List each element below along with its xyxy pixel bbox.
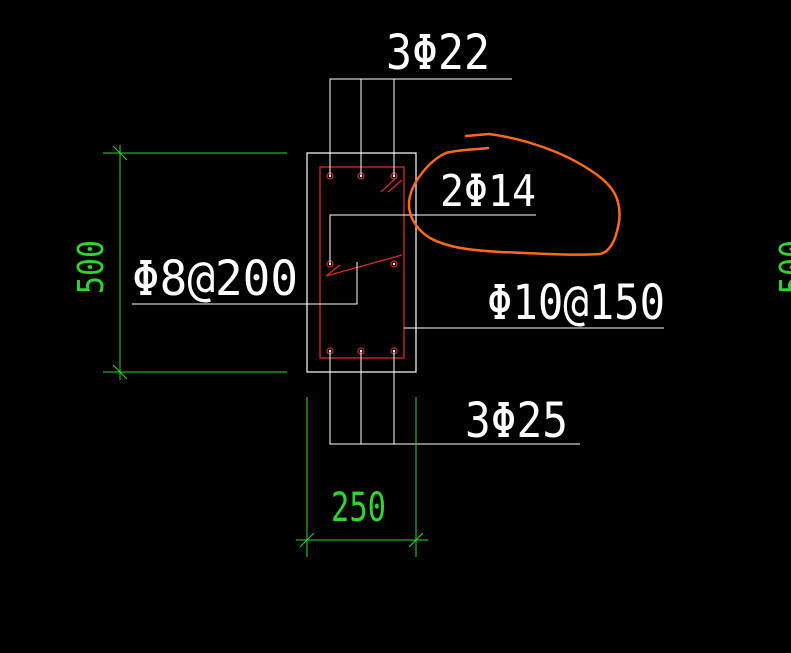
markup-circle — [407, 132, 621, 256]
rebar-bars — [326, 172, 398, 355]
stirrup-right-label: Φ10@150 — [487, 275, 665, 331]
rebar-centers — [328, 174, 396, 353]
width-dimension-label: 250 — [331, 485, 386, 531]
height-dimension-label: 500 — [71, 240, 112, 294]
stirrup-left-label: Φ8@200 — [132, 251, 298, 307]
dimension-width — [296, 397, 428, 557]
leader-middle — [329, 214, 536, 264]
stirrup — [319, 166, 405, 359]
leader-bottom — [329, 351, 580, 445]
leader-top — [329, 78, 512, 176]
top-rebar-label: 3Φ22 — [386, 25, 490, 81]
leader-stirrup-left — [132, 262, 358, 305]
tie-bar — [325, 254, 403, 277]
stirrup-hook-2 — [387, 179, 403, 193]
tie-bar-hook — [325, 264, 341, 277]
bottom-rebar-label: 3Φ25 — [465, 393, 568, 449]
beam-section — [306, 152, 417, 373]
concrete-outline — [306, 152, 417, 373]
middle-rebar-label: 2Φ14 — [440, 166, 536, 217]
leader-lines — [132, 78, 664, 445]
dimension-height — [103, 145, 287, 380]
edge-dimension-fragment: 500 — [773, 240, 791, 294]
mid-bar-2 — [390, 260, 398, 268]
